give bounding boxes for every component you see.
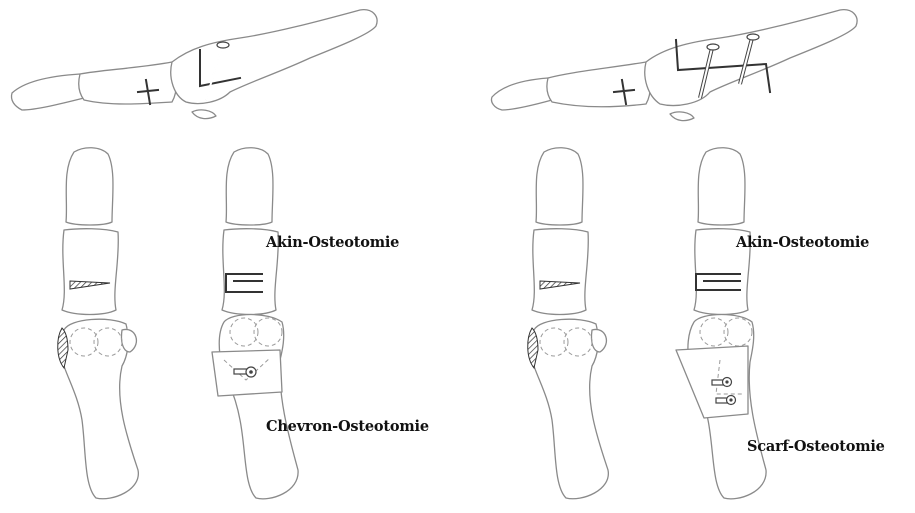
lateral-sesamoid [670,112,694,121]
distal-phalanx [226,148,273,225]
lateral-metatarsal [171,10,377,104]
lateral-distal-phalanx [11,74,84,110]
proximal-phalanx [532,229,588,315]
akin-osteotomy-label-left: Akin-Osteotomie [266,234,399,251]
chevron-osteotomy-label: Chevron-Osteotomie [266,418,429,435]
lateral-proximal-phalanx [79,62,177,104]
left-lateral-view [11,10,377,119]
akin-osteotomy-label-right: Akin-Osteotomie [736,234,869,251]
sesamoid-bump [591,329,606,352]
distal-phalanx [536,148,583,225]
lateral-sesamoid [192,110,216,119]
proximal-phalanx [62,229,118,315]
right-dorsal-view-1 [528,148,609,499]
sesamoid-bump [121,329,136,352]
distal-phalanx [698,148,745,225]
lateral-proximal-phalanx [547,62,651,107]
left-dorsal-view-2 [212,148,298,499]
metatarsal [219,315,298,499]
right-lateral-view [491,10,857,121]
distal-phalanx [66,148,113,225]
scarf-osteotomy-label: Scarf-Osteotomie [747,438,885,455]
left-dorsal-view-1 [58,148,139,499]
lateral-distal-phalanx [491,78,552,110]
